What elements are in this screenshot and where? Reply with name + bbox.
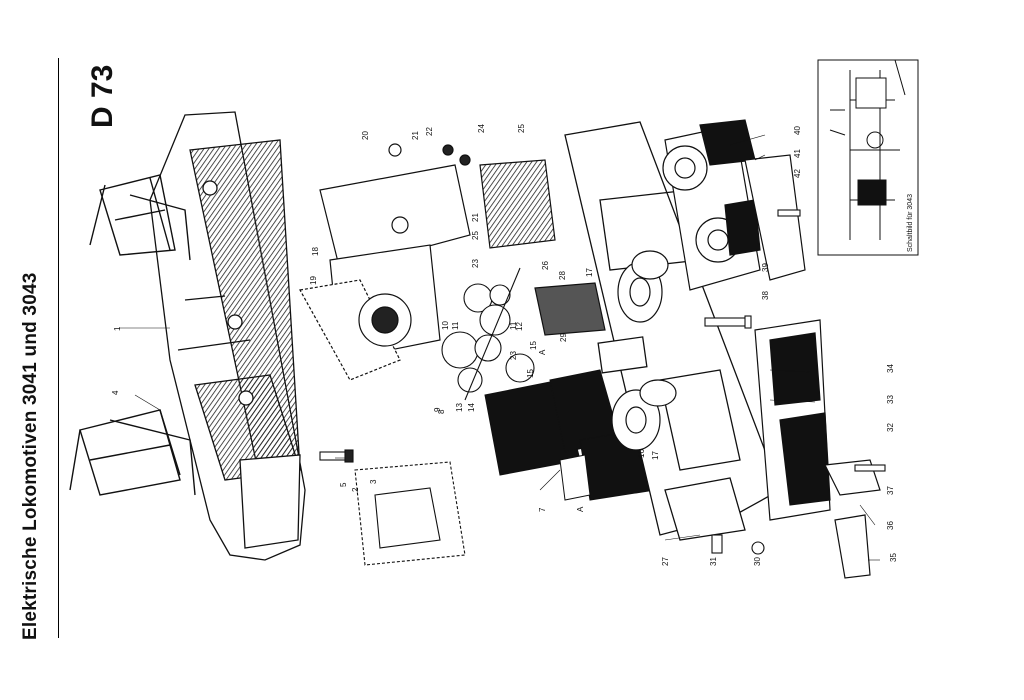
gear-train [441, 267, 535, 401]
part-number-label: 11 [451, 321, 460, 330]
part-number-label: 27 [661, 557, 670, 566]
part-number-label: 17 [585, 268, 594, 277]
schematic-caption: Schaltbild für 3043 [907, 194, 914, 252]
part-number-label: 32 [886, 423, 895, 432]
part-number-label: 11 [509, 321, 518, 330]
part-number-label: 36 [886, 521, 895, 530]
part-number-label: 35 [889, 553, 898, 562]
part-number-label: 16 [637, 449, 646, 458]
wheelsets [611, 250, 677, 451]
part-number-label: 7 [538, 507, 547, 512]
part-number-label: 1 [113, 326, 122, 331]
part-number-label: 13 [455, 403, 464, 412]
part-number-label: 23 [509, 351, 518, 360]
part-number-label: 17 [651, 451, 660, 460]
part-number-label: 2 [351, 487, 360, 492]
part-number-label: 9 [433, 407, 442, 412]
part-number-label: 23 [471, 259, 480, 268]
part-number-label: 34 [886, 364, 895, 373]
title-rule [58, 58, 59, 638]
bogie-front [754, 319, 881, 579]
part-number-label: 25 [471, 231, 480, 240]
part-number-label: 26 [541, 261, 550, 270]
part-number-label: 24 [477, 124, 486, 133]
part-number-label: 8 [437, 409, 446, 414]
part-number-label: 10 [441, 321, 450, 330]
motor-assembly [299, 143, 556, 381]
part-number-label: 15 [529, 341, 538, 350]
part-number-label: 3 [369, 479, 378, 484]
wiring-schematic [817, 59, 919, 256]
part-number-label: 37 [886, 486, 895, 495]
part-number-label: 40 [793, 126, 802, 135]
part-number-label: 38 [761, 291, 770, 300]
part-number-label: 31 [709, 557, 718, 566]
locomotive-body [149, 111, 306, 561]
pantograph-upper [89, 174, 191, 261]
part-number-label: 39 [761, 263, 770, 272]
ballast-weights [484, 369, 656, 501]
part-number-label: 29 [559, 333, 568, 342]
part-number-label: 18 [311, 247, 320, 256]
part-number-label: 5 [339, 482, 348, 487]
part-number-label: 15 [526, 369, 535, 378]
part-number-label: 21 [411, 131, 420, 140]
part-number-label: 14 [467, 403, 476, 412]
bogie-rear [662, 119, 806, 291]
part-number-label: 28 [558, 271, 567, 280]
screws [704, 209, 886, 555]
part-number-label: 25 [517, 124, 526, 133]
part-number-label: 30 [753, 557, 762, 566]
part-number-label: 20 [361, 131, 370, 140]
pantograph-lower [69, 409, 196, 496]
part-number-label: A [538, 349, 547, 355]
part-number-label: 4 [111, 390, 120, 395]
part-number-label: 12 [515, 322, 524, 331]
part-number-label: 21 [471, 213, 480, 222]
part-number-label: 19 [309, 276, 318, 285]
leader-lines [120, 134, 880, 561]
part-number-label: 33 [886, 395, 895, 404]
circuit-board [534, 282, 606, 336]
chassis-frame [564, 121, 781, 541]
part-number-label: 41 [793, 149, 802, 158]
body-detail-parts [319, 449, 466, 566]
part-number-label: A [576, 506, 585, 512]
part-number-label: 42 [793, 169, 802, 178]
part-number-label: 22 [425, 127, 434, 136]
